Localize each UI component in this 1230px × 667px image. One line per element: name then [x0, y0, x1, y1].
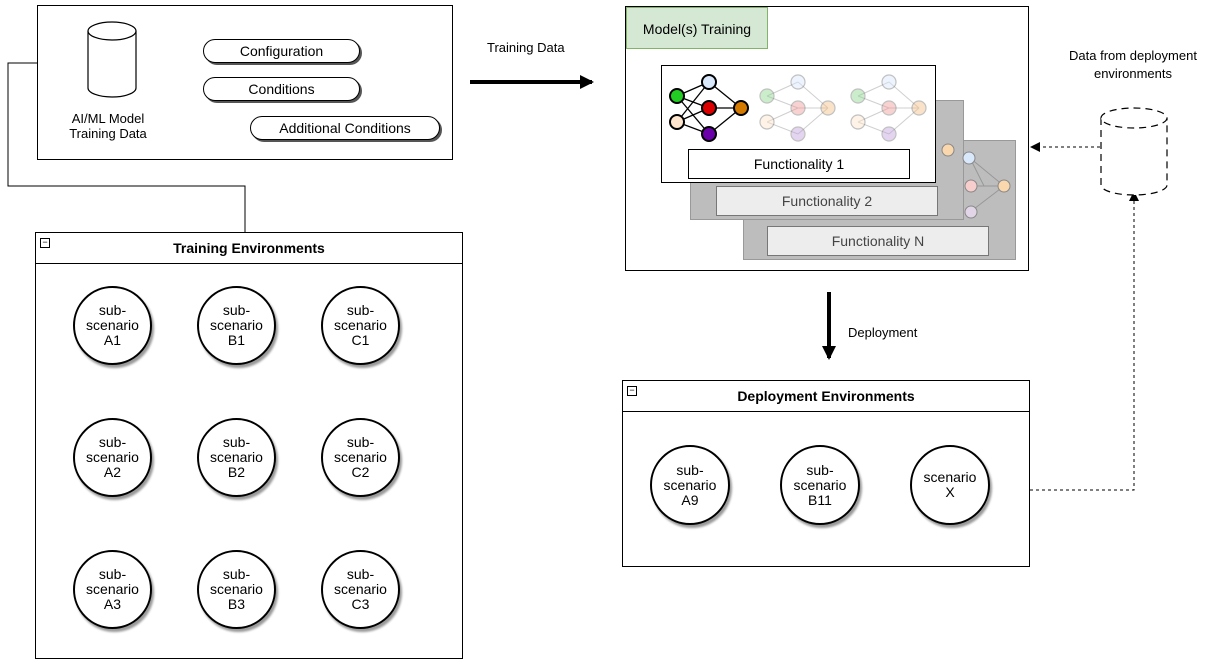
scenario-circle-b11[interactable]: sub- scenario B11 [780, 445, 860, 525]
neural-network-icon [669, 74, 927, 142]
scenario-circle-a3[interactable]: sub- scenario A3 [73, 550, 152, 629]
database-icon [87, 21, 137, 98]
scenario-circle-c1[interactable]: sub- scenario C1 [321, 286, 400, 365]
scenario-circle-c2[interactable]: sub- scenario C2 [321, 418, 400, 497]
training-data-label: Training Data [487, 40, 565, 55]
functionality-2-label[interactable]: Functionality 2 [716, 186, 938, 216]
functionality-n-label[interactable]: Functionality N [767, 226, 989, 256]
scenario-circle-b1[interactable]: sub- scenario B1 [197, 286, 276, 365]
functionality-1-label[interactable]: Functionality 1 [688, 149, 910, 179]
configuration-pill[interactable]: Configuration [203, 39, 360, 63]
additional-conditions-pill[interactable]: Additional Conditions [250, 116, 440, 140]
deployment-label: Deployment [848, 325, 918, 340]
conditions-pill[interactable]: Conditions [203, 77, 360, 101]
data-from-deployment-label: Data from deployment environments [1069, 48, 1197, 81]
deployment-data-database-icon [1100, 107, 1168, 196]
training-collapse-icon[interactable]: − [40, 238, 50, 248]
scenario-circle-a2[interactable]: sub- scenario A2 [73, 418, 152, 497]
database-label: AI/ML Model Training Data [69, 111, 147, 141]
training-environments-title: Training Environments [36, 233, 462, 264]
deployment-environments-title: Deployment Environments [623, 381, 1029, 412]
deployment-collapse-icon[interactable]: − [627, 386, 637, 396]
scenario-circle-b3[interactable]: sub- scenario B3 [197, 550, 276, 629]
model-training-title: Model(s) Training [626, 7, 768, 49]
scenario-circle-a1[interactable]: sub- scenario A1 [73, 286, 152, 365]
scenario-circle-a9[interactable]: sub- scenario A9 [650, 445, 730, 525]
scenario-circle-b2[interactable]: sub- scenario B2 [197, 418, 276, 497]
stacked-network-icon [941, 143, 1011, 219]
training-feedback-line [7, 58, 246, 232]
deployment-feedback-line [1030, 191, 1139, 491]
scenario-circle-c3[interactable]: sub- scenario C3 [321, 550, 400, 629]
scenario-circle-x[interactable]: scenario X [910, 445, 990, 525]
